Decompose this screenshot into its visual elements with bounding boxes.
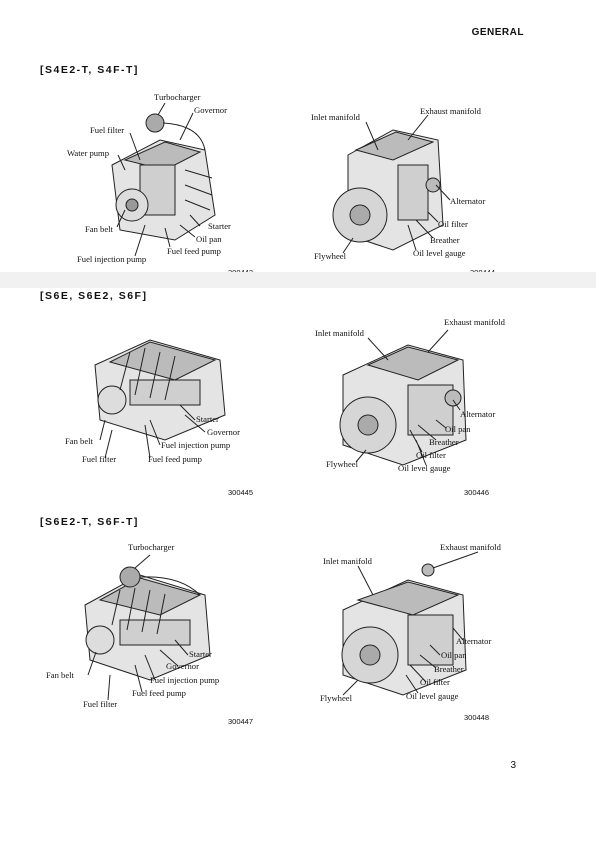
label-oil-pan: Oil pan xyxy=(196,234,222,244)
label-flywheel: Flywheel xyxy=(320,693,352,703)
figure-300444: Inlet manifold Exhaust manifold Alternat… xyxy=(298,0,596,290)
figure-number: 300447 xyxy=(228,717,254,726)
figure-300447: Turbocharger Starter Governor Fuel injec… xyxy=(0,0,298,740)
label-inlet-manifold: Inlet manifold xyxy=(315,328,364,338)
label-fuel-filter: Fuel filter xyxy=(83,699,118,709)
label-starter: Starter xyxy=(208,221,231,231)
label-fuel-injection-pump: Fuel injection pump xyxy=(150,675,220,685)
label-alternator: Alternator xyxy=(456,636,492,646)
engine-illustration-300444 xyxy=(332,114,451,254)
label-flywheel: Flywheel xyxy=(314,251,346,261)
label-governor: Governor xyxy=(166,661,199,671)
engine-illustration-300447 xyxy=(84,554,211,701)
label-fuel-injection-pump: Fuel injection pump xyxy=(161,440,231,450)
label-fuel-feed-pump: Fuel feed pump xyxy=(167,246,221,256)
engine-illustration-300443 xyxy=(111,102,216,257)
label-oil-pan: Oil pan xyxy=(441,650,467,660)
label-oil-filter: Oil filter xyxy=(416,450,446,460)
label-inlet-manifold: Inlet manifold xyxy=(311,112,360,122)
label-turbocharger: Turbocharger xyxy=(154,92,201,102)
figure-300443: Turbocharger Governor Fuel filter Water … xyxy=(0,0,298,290)
label-fan-belt: Fan belt xyxy=(46,670,74,680)
label-governor: Governor xyxy=(194,105,227,115)
label-fan-belt: Fan belt xyxy=(65,436,93,446)
figure-300446: Inlet manifold Exhaust manifold Alternat… xyxy=(298,0,596,500)
label-alternator: Alternator xyxy=(450,196,486,206)
label-oil-pan: Oil pan xyxy=(445,424,471,434)
page-header-title: GENERAL xyxy=(471,27,524,38)
label-starter: Starter xyxy=(189,649,212,659)
label-inlet-manifold: Inlet manifold xyxy=(323,556,372,566)
section-title-s6e2-t: [S6E2-T, S6F-T] xyxy=(40,516,139,528)
figure-number: 300446 xyxy=(464,488,490,497)
engine-illustration-300446 xyxy=(339,329,467,466)
engine-illustration-300448 xyxy=(341,551,479,696)
label-water-pump: Water pump xyxy=(67,148,110,158)
label-fuel-filter: Fuel filter xyxy=(82,454,117,464)
section-title-s4e2-t: [S4E2-T, S4F-T] xyxy=(40,64,139,76)
label-fuel-injection-pump: Fuel injection pump xyxy=(77,254,147,264)
figure-number: 300448 xyxy=(464,713,490,722)
label-oil-filter: Oil filter xyxy=(438,219,468,229)
label-governor: Governor xyxy=(207,427,240,437)
label-breather: Breather xyxy=(429,437,459,447)
label-oil-level-gauge: Oil level gauge xyxy=(406,691,459,701)
label-fuel-feed-pump: Fuel feed pump xyxy=(132,688,186,698)
figure-300448: Inlet manifold Exhaust manifold Alternat… xyxy=(298,0,596,740)
page-number: 3 xyxy=(510,760,516,771)
section-title-s6e: [S6E, S6E2, S6F] xyxy=(40,290,148,302)
label-starter: Starter xyxy=(196,414,219,424)
label-flywheel: Flywheel xyxy=(326,459,358,469)
label-fuel-filter: Fuel filter xyxy=(90,125,125,135)
label-exhaust-manifold: Exhaust manifold xyxy=(440,542,501,552)
label-exhaust-manifold: Exhaust manifold xyxy=(420,106,481,116)
label-oil-level-gauge: Oil level gauge xyxy=(413,248,466,258)
figure-300445: Starter Governor Fuel injection pump Fan… xyxy=(0,0,298,500)
label-breather: Breather xyxy=(434,664,464,674)
label-oil-level-gauge: Oil level gauge xyxy=(398,463,451,473)
label-oil-filter: Oil filter xyxy=(420,677,450,687)
figure-number: 300445 xyxy=(228,488,254,497)
label-turbocharger: Turbocharger xyxy=(128,542,175,552)
scan-band xyxy=(0,272,596,288)
label-alternator: Alternator xyxy=(460,409,496,419)
label-fan-belt: Fan belt xyxy=(85,224,113,234)
label-breather: Breather xyxy=(430,235,460,245)
label-fuel-feed-pump: Fuel feed pump xyxy=(148,454,202,464)
engine-illustration-300445 xyxy=(94,339,226,459)
label-exhaust-manifold: Exhaust manifold xyxy=(444,317,505,327)
